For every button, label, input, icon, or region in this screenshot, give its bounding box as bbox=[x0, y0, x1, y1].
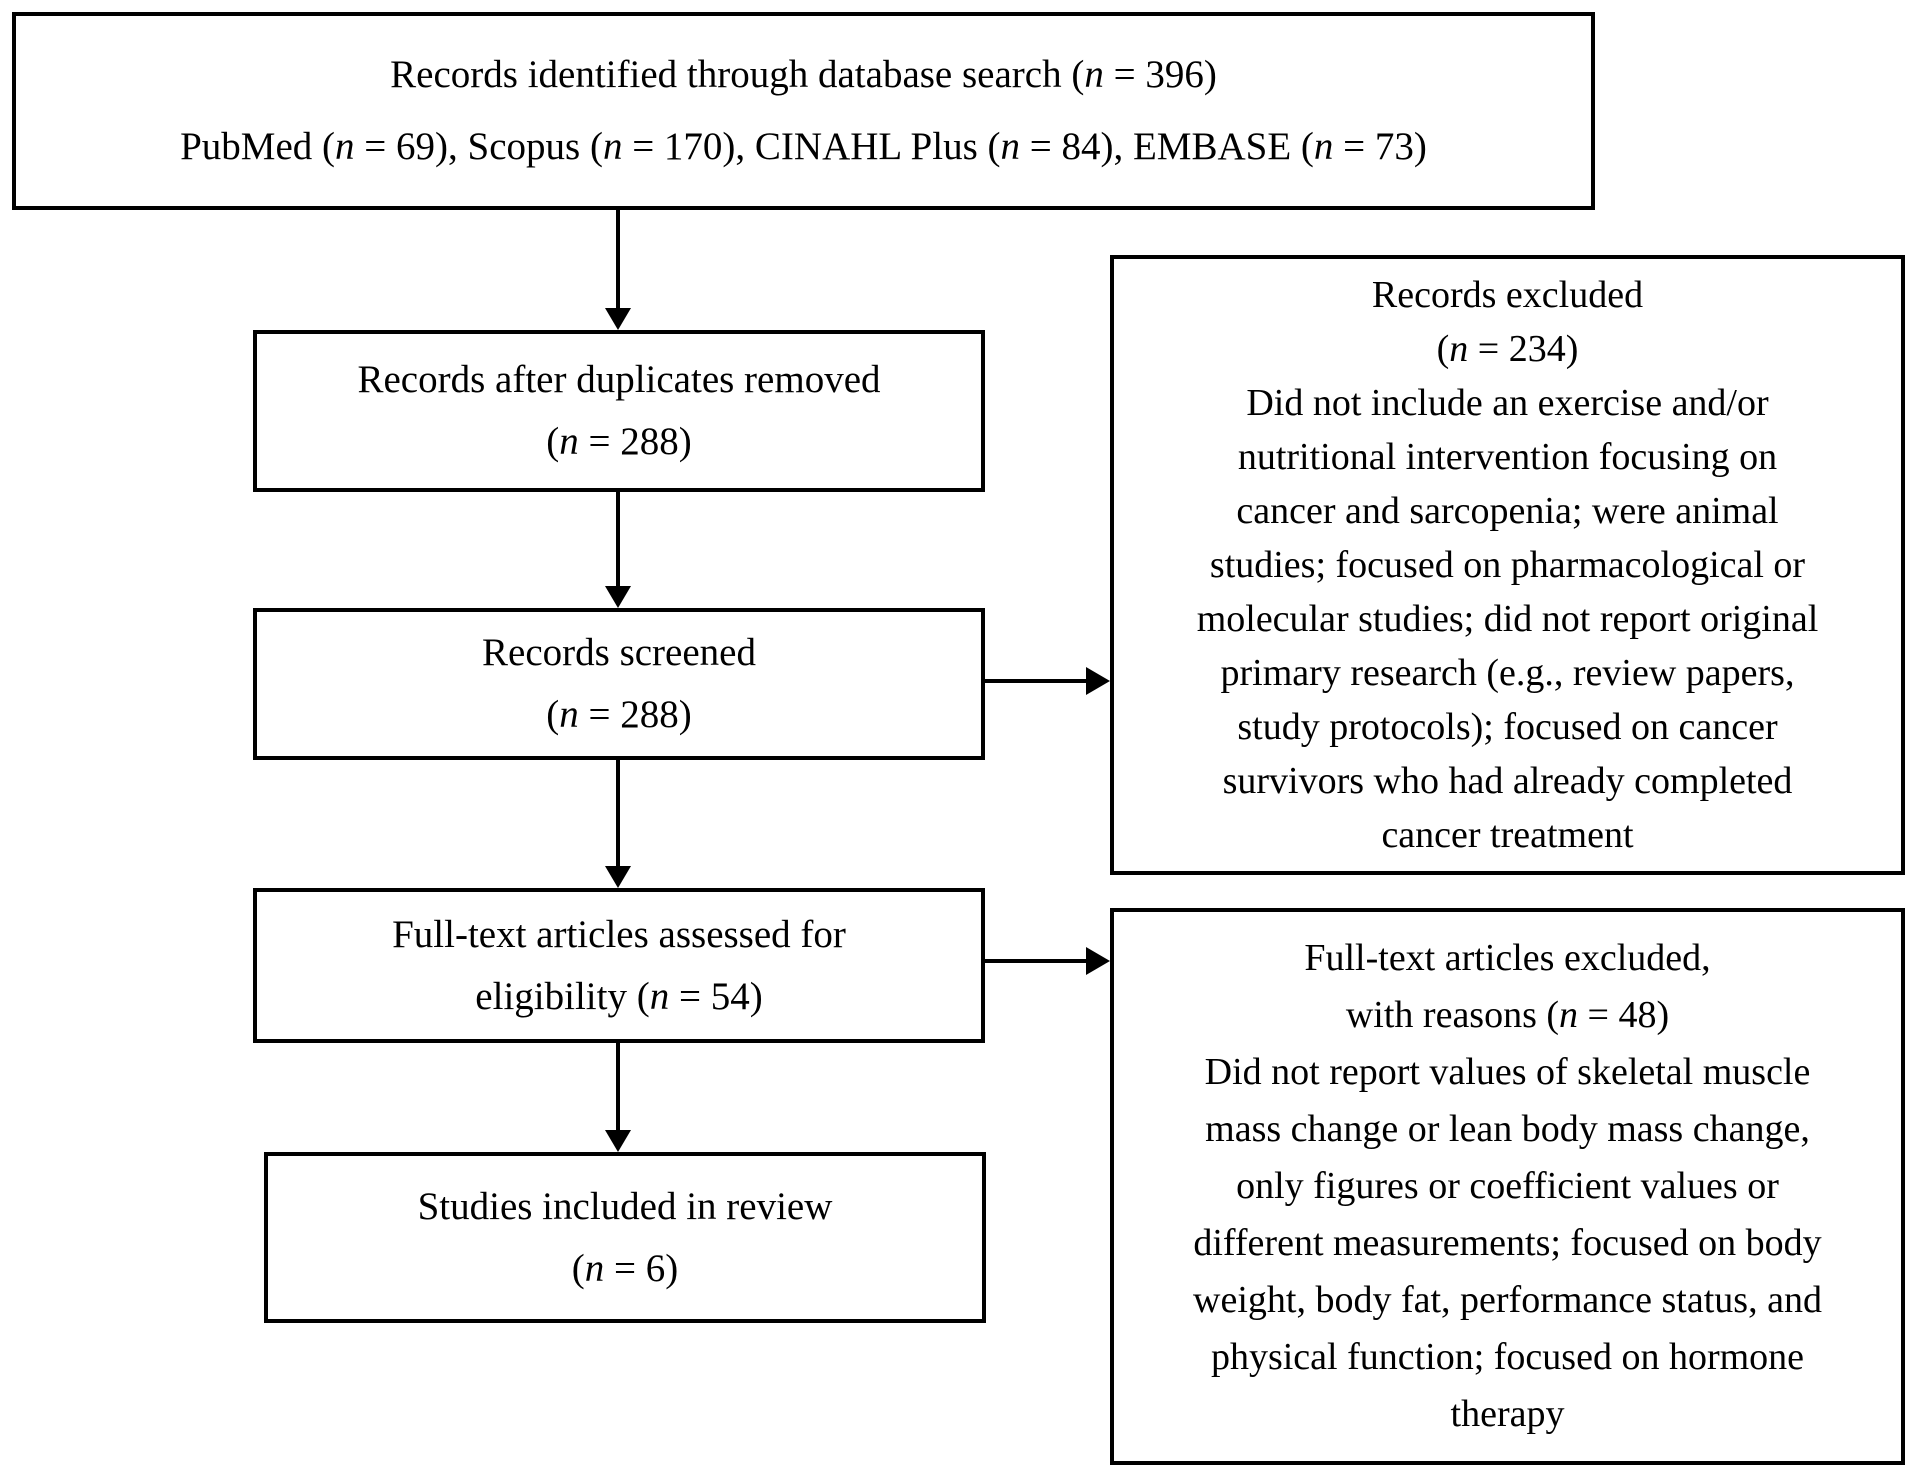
text-line: studies; focused on pharmacological or bbox=[1209, 544, 1806, 586]
text-line: Full-text articles excluded, bbox=[1304, 937, 1711, 979]
text-line: Records identified through database sear… bbox=[390, 53, 1217, 96]
text-line: molecular studies; did not report origin… bbox=[1196, 598, 1819, 640]
arrow-fulltext-to-included-head bbox=[605, 1130, 631, 1152]
box-records-excluded: Records excluded (n = 234) Did not include… bbox=[1110, 255, 1905, 875]
text-line: cancer treatment bbox=[1381, 814, 1634, 856]
text-line: Full-text articles assessed for bbox=[392, 912, 846, 956]
arrow-identification-to-duplicates-stem bbox=[616, 210, 620, 308]
text-line: therapy bbox=[1450, 1393, 1565, 1435]
text-line: Records excluded bbox=[1371, 274, 1644, 316]
text-line: (n = 288) bbox=[546, 693, 692, 736]
text-line: Did not include an exercise and/or bbox=[1246, 382, 1769, 424]
text-line: Studies included in review bbox=[417, 1184, 833, 1228]
arrow-duplicates-to-screened-stem bbox=[616, 492, 620, 586]
arrow-screened-to-fulltext-stem bbox=[616, 760, 620, 866]
text-line: weight, body fat, performance status, an… bbox=[1193, 1279, 1822, 1321]
text-line: primary research (e.g., review papers, bbox=[1220, 652, 1795, 694]
text-line: (n = 288) bbox=[546, 420, 692, 463]
text-line: (n = 6) bbox=[571, 1246, 679, 1290]
text-line: nutritional intervention focusing on bbox=[1237, 436, 1778, 478]
arrow-fulltext-to-excluded-stem bbox=[983, 959, 1086, 963]
text-line: with reasons (n = 48) bbox=[1345, 994, 1670, 1036]
text-line: study protocols); focused on cancer bbox=[1237, 706, 1778, 748]
box-fulltext-assessed: Full-text articles assessed for eligibili… bbox=[253, 888, 985, 1043]
text-line: (n = 234) bbox=[1436, 328, 1579, 370]
arrow-fulltext-to-excluded-head bbox=[1086, 947, 1110, 975]
box-fulltext-excluded: Full-text articles excluded, with reasons… bbox=[1110, 908, 1905, 1465]
arrow-duplicates-to-screened-head bbox=[605, 586, 631, 608]
arrow-fulltext-to-included-stem bbox=[616, 1043, 620, 1130]
text-line: Records after duplicates removed bbox=[357, 358, 881, 401]
text-line: Did not report values of skeletal muscle bbox=[1204, 1051, 1811, 1093]
text-line: PubMed (n = 69), Scopus (n = 170), CINAH… bbox=[180, 125, 1427, 168]
text-line: survivors who had already completed bbox=[1222, 760, 1793, 802]
arrow-screened-to-excluded-head bbox=[1086, 667, 1110, 695]
text-line: only figures or coefficient values or bbox=[1236, 1165, 1779, 1207]
arrow-screened-to-excluded-stem bbox=[983, 679, 1086, 683]
arrow-identification-to-duplicates-head bbox=[605, 308, 631, 330]
text-line: different measurements; focused on body bbox=[1193, 1222, 1822, 1264]
text-line: eligibility (n = 54) bbox=[475, 974, 763, 1018]
box-studies-included: Studies included in review (n = 6) bbox=[264, 1152, 986, 1323]
box-records-screened: Records screened (n = 288) bbox=[253, 608, 985, 760]
box-duplicates-removed: Records after duplicates removed (n = 288… bbox=[253, 330, 985, 492]
box-records-identified: Records identified through database sear… bbox=[12, 12, 1595, 210]
text-line: Records screened bbox=[482, 631, 756, 674]
text-line: cancer and sarcopenia; were animal bbox=[1236, 490, 1779, 532]
text-line: physical function; focused on hormone bbox=[1210, 1336, 1805, 1378]
text-line: mass change or lean body mass change, bbox=[1205, 1108, 1810, 1150]
arrow-screened-to-fulltext-head bbox=[605, 866, 631, 888]
